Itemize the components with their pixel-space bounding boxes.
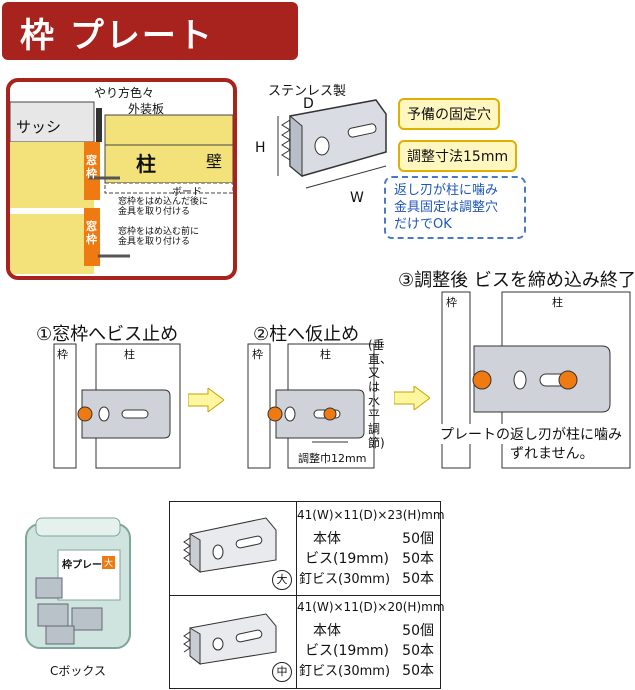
blue-note-line2: 金具固定は調整穴: [394, 200, 499, 215]
step3-hashira-label: 柱: [552, 296, 563, 309]
note-after-line2: 金具を取り付ける: [118, 207, 191, 217]
yarikata-label: やり方色々: [94, 86, 155, 100]
spec-medium-line2-value: 50本: [402, 643, 434, 659]
size-medium-badge: 中: [272, 662, 292, 682]
product-box-size: 大: [102, 556, 116, 569]
spec-large-line1-label: 本体: [313, 531, 341, 547]
step2-hashira-label: 柱: [320, 348, 331, 361]
spec-medium-line3-label: 釘ビス(30mm): [299, 664, 391, 679]
arrow-icon-2: [394, 386, 430, 410]
spare-hole-callout: 予備の固定穴: [398, 98, 500, 130]
product-caption: Cボックス: [50, 664, 107, 678]
size-large-badge: 大: [272, 570, 292, 590]
dimension-h-label: H: [255, 140, 266, 156]
kabe-label: 壁: [206, 152, 223, 171]
hashira-label: 柱: [136, 152, 156, 176]
illustration-graphic: [10, 101, 233, 274]
spec-medium-line2-label: ビス(19mm): [305, 643, 390, 659]
spec-medium-line3-value: 50本: [402, 663, 434, 679]
dimension-w-label: W: [350, 190, 364, 206]
spec-large-line1-value: 50個: [402, 531, 434, 547]
spec-row-medium: 中 41(W)×11(D)×20(H)mm 本体 50個 ビス(19mm) 50…: [170, 596, 445, 689]
step2-waku-label: 枠: [252, 348, 263, 361]
note-before-line1: 窓枠をはめ込む前に: [118, 227, 200, 237]
gaisouban-label: 外装板: [128, 102, 165, 116]
step1-waku-label: 枠: [57, 348, 68, 361]
spec-large-line3-label: 釘ビス(30mm): [299, 572, 391, 587]
material-label: ステンレス製: [268, 84, 347, 99]
madowaku-label-2: 窓枠: [86, 220, 97, 246]
board-label: ボード: [172, 187, 202, 198]
blue-note-line3: だけでOK: [394, 217, 452, 232]
spec-table: 大 41(W)×11(D)×23(H)mm 本体 50個 ビス(19mm) 50…: [169, 501, 445, 689]
spec-row-large: 大 41(W)×11(D)×23(H)mm 本体 50個 ビス(19mm) 50…: [170, 502, 445, 595]
vertical-note: (垂直、又は水平調節): [368, 338, 393, 450]
spec-medium-line1-value: 50個: [402, 623, 434, 639]
installation-illustration: サッシ やり方色々 外装板 柱 壁 ボード 窓枠 窓枠 窓枠をはめ込んだ後に 金…: [6, 78, 237, 280]
spec-large-line2-value: 50本: [402, 551, 434, 567]
step1-title: ①窓枠へビス止め: [36, 324, 179, 345]
product-box-label: 枠プレート: [62, 560, 112, 571]
step2-diagram: [247, 343, 375, 469]
spec-medium-line1-label: 本体: [313, 623, 341, 639]
page-title: 枠 プレート: [2, 2, 298, 60]
product-box-image: [25, 517, 131, 649]
step1-diagram: [53, 343, 181, 469]
adjust-dimension-callout: 調整寸法15mm: [398, 140, 518, 172]
spec-large-line3-value: 50本: [402, 571, 434, 587]
plate-diagram: [277, 99, 387, 189]
sash-label: サッシ: [16, 118, 62, 136]
arrow-icon-1: [188, 388, 224, 412]
result-line1: プレートの返し刃が柱に噛み: [440, 424, 622, 444]
blue-note: 返し刃が柱に噛み 金具固定は調整穴 だけでOK: [384, 176, 526, 239]
plate-medium-icon: [183, 613, 277, 666]
spec-medium-dims: 41(W)×11(D)×20(H)mm: [297, 600, 445, 614]
plate-large-icon: [183, 517, 277, 574]
adjust-width-label: 調整巾12mm: [298, 452, 367, 465]
step3-title: ③調整後 ビスを締め込み終了: [398, 270, 635, 291]
spec-large-dims: 41(W)×11(D)×23(H)mm: [297, 508, 445, 522]
step1-hashira-label: 柱: [124, 348, 135, 361]
blue-note-line1: 返し刃が柱に噛み: [394, 183, 499, 198]
spec-large-line2-label: ビス(19mm): [305, 551, 390, 567]
dimension-d-label: D: [303, 96, 314, 112]
note-after-line1: 窓枠をはめ込んだ後に: [118, 197, 209, 207]
result-line2: ずれません。: [510, 443, 594, 463]
spec-divider-horizontal: [170, 595, 440, 596]
note-before-line2: 金具を取り付ける: [118, 237, 191, 247]
step3-waku-label: 枠: [446, 296, 457, 309]
madowaku-label-1: 窓枠: [86, 154, 97, 180]
step2-title: ②柱へ仮止め: [253, 324, 360, 345]
